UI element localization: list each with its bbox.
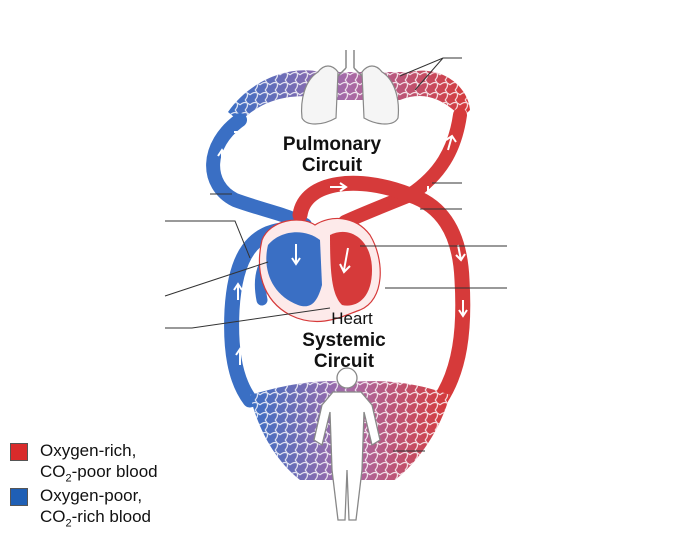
oxygen-poor-swatch — [10, 488, 28, 506]
heart-label: Heart — [331, 309, 373, 328]
lungs-illustration — [300, 50, 400, 125]
flow-arrows — [217, 131, 468, 365]
oxygen-poor-line1: Oxygen-poor, — [40, 486, 143, 505]
oxygen-rich-line2: CO2-poor blood — [40, 462, 158, 485]
systemic-circuit-label: Systemic Circuit — [272, 330, 416, 372]
pulmonary-label-line1: Pulmonary — [282, 134, 382, 155]
leader-line-inferior-vena-cava — [165, 307, 331, 329]
pulmonary-circuit-label: Pulmonary Circuit — [262, 134, 402, 176]
heart-illustration — [258, 217, 381, 323]
oxygen-rich-line1: Oxygen-rich, — [40, 441, 137, 460]
systemic-label-line1: Systemic — [302, 330, 386, 351]
leader-lines[interactable] — [164, 57, 507, 452]
oxygen-rich-swatch — [10, 443, 28, 461]
leader-line-right-atrium — [164, 261, 269, 297]
systemic-label-line2: Circuit — [313, 351, 375, 372]
leader-line-superior-vena-cava — [165, 220, 251, 259]
leader-line-pulmonary-capillaries — [399, 57, 462, 91]
pulmonary-label-line2: Circuit — [301, 155, 363, 176]
oxygen-poor-line2: CO2-rich blood — [40, 507, 151, 530]
legend-item-oxygen-rich: Oxygen-rich, CO2-poor blood — [10, 440, 158, 489]
legend-item-oxygen-poor: Oxygen-poor, CO2-rich blood — [10, 485, 151, 534]
pulmonary-capillary-bed — [228, 70, 470, 122]
human-body-outline — [313, 367, 381, 521]
